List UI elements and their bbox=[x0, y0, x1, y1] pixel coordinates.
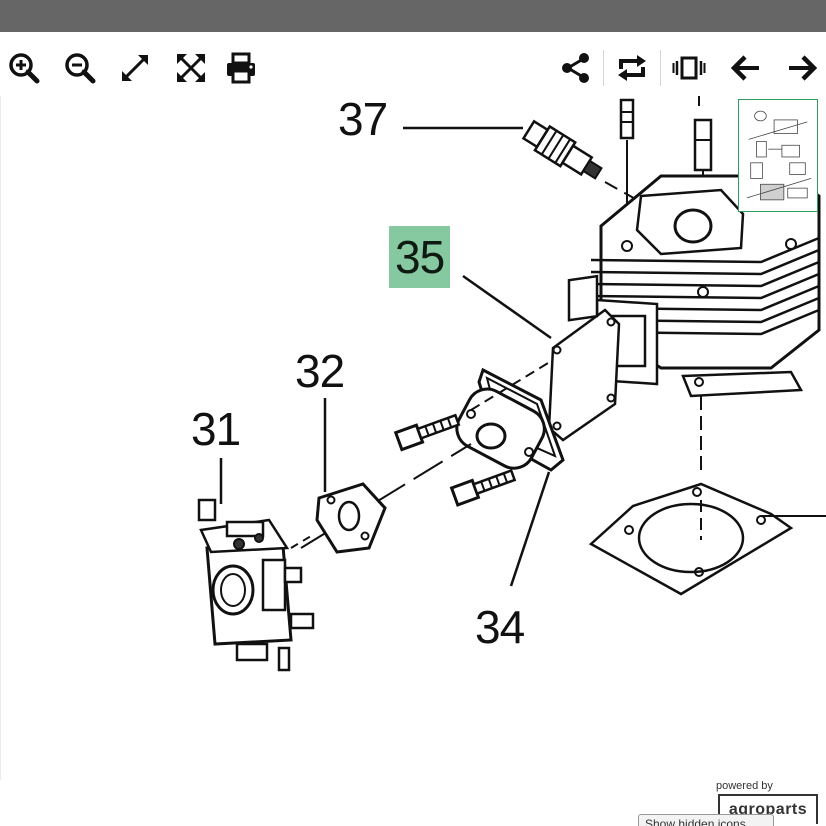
next-button[interactable] bbox=[782, 48, 822, 88]
exploded-parts-drawing bbox=[197, 96, 826, 672]
fullscreen-icon bbox=[177, 54, 205, 82]
fit-expand-button[interactable] bbox=[115, 48, 155, 88]
callout-35[interactable]: 35 bbox=[389, 226, 451, 288]
carousel-button[interactable] bbox=[669, 48, 709, 88]
previous-button[interactable] bbox=[726, 48, 766, 88]
toolbar-separator bbox=[603, 50, 604, 86]
powered-by-label: powered by bbox=[716, 780, 773, 792]
zoom-out-button[interactable] bbox=[60, 48, 100, 88]
callout-31[interactable]: 31 bbox=[191, 403, 241, 455]
zoom-in-button[interactable] bbox=[4, 48, 44, 88]
callout-32[interactable]: 32 bbox=[295, 345, 345, 397]
overview-thumbnail[interactable] bbox=[738, 99, 818, 212]
print-button[interactable] bbox=[221, 48, 261, 88]
zoom-out-icon bbox=[65, 53, 96, 84]
diagram-viewer[interactable]: 37 35 32 31 34 bbox=[0, 96, 826, 780]
zoom-in-icon bbox=[9, 53, 40, 84]
rotate-button[interactable] bbox=[612, 48, 652, 88]
spark-plug bbox=[521, 119, 603, 180]
callout-37[interactable]: 37 bbox=[338, 96, 388, 145]
rotate-icon bbox=[618, 55, 646, 81]
fullscreen-button[interactable] bbox=[171, 48, 211, 88]
share-icon bbox=[562, 53, 589, 83]
print-icon bbox=[227, 52, 255, 84]
agroparts-logo[interactable]: agroparts bbox=[718, 794, 818, 824]
callout-34[interactable]: 34 bbox=[475, 601, 525, 653]
show-hidden-icons-button[interactable]: Show hidden icons bbox=[638, 814, 774, 826]
viewer-toolbar bbox=[0, 40, 826, 96]
arrow-left-icon bbox=[730, 55, 759, 81]
toolbar-separator bbox=[660, 50, 661, 86]
arrow-right-icon bbox=[789, 55, 818, 81]
thumbnail-drawing bbox=[746, 110, 812, 201]
fit-expand-icon bbox=[122, 55, 148, 81]
top-bar bbox=[0, 0, 826, 32]
share-button[interactable] bbox=[555, 48, 595, 88]
carousel-icon bbox=[672, 56, 706, 80]
